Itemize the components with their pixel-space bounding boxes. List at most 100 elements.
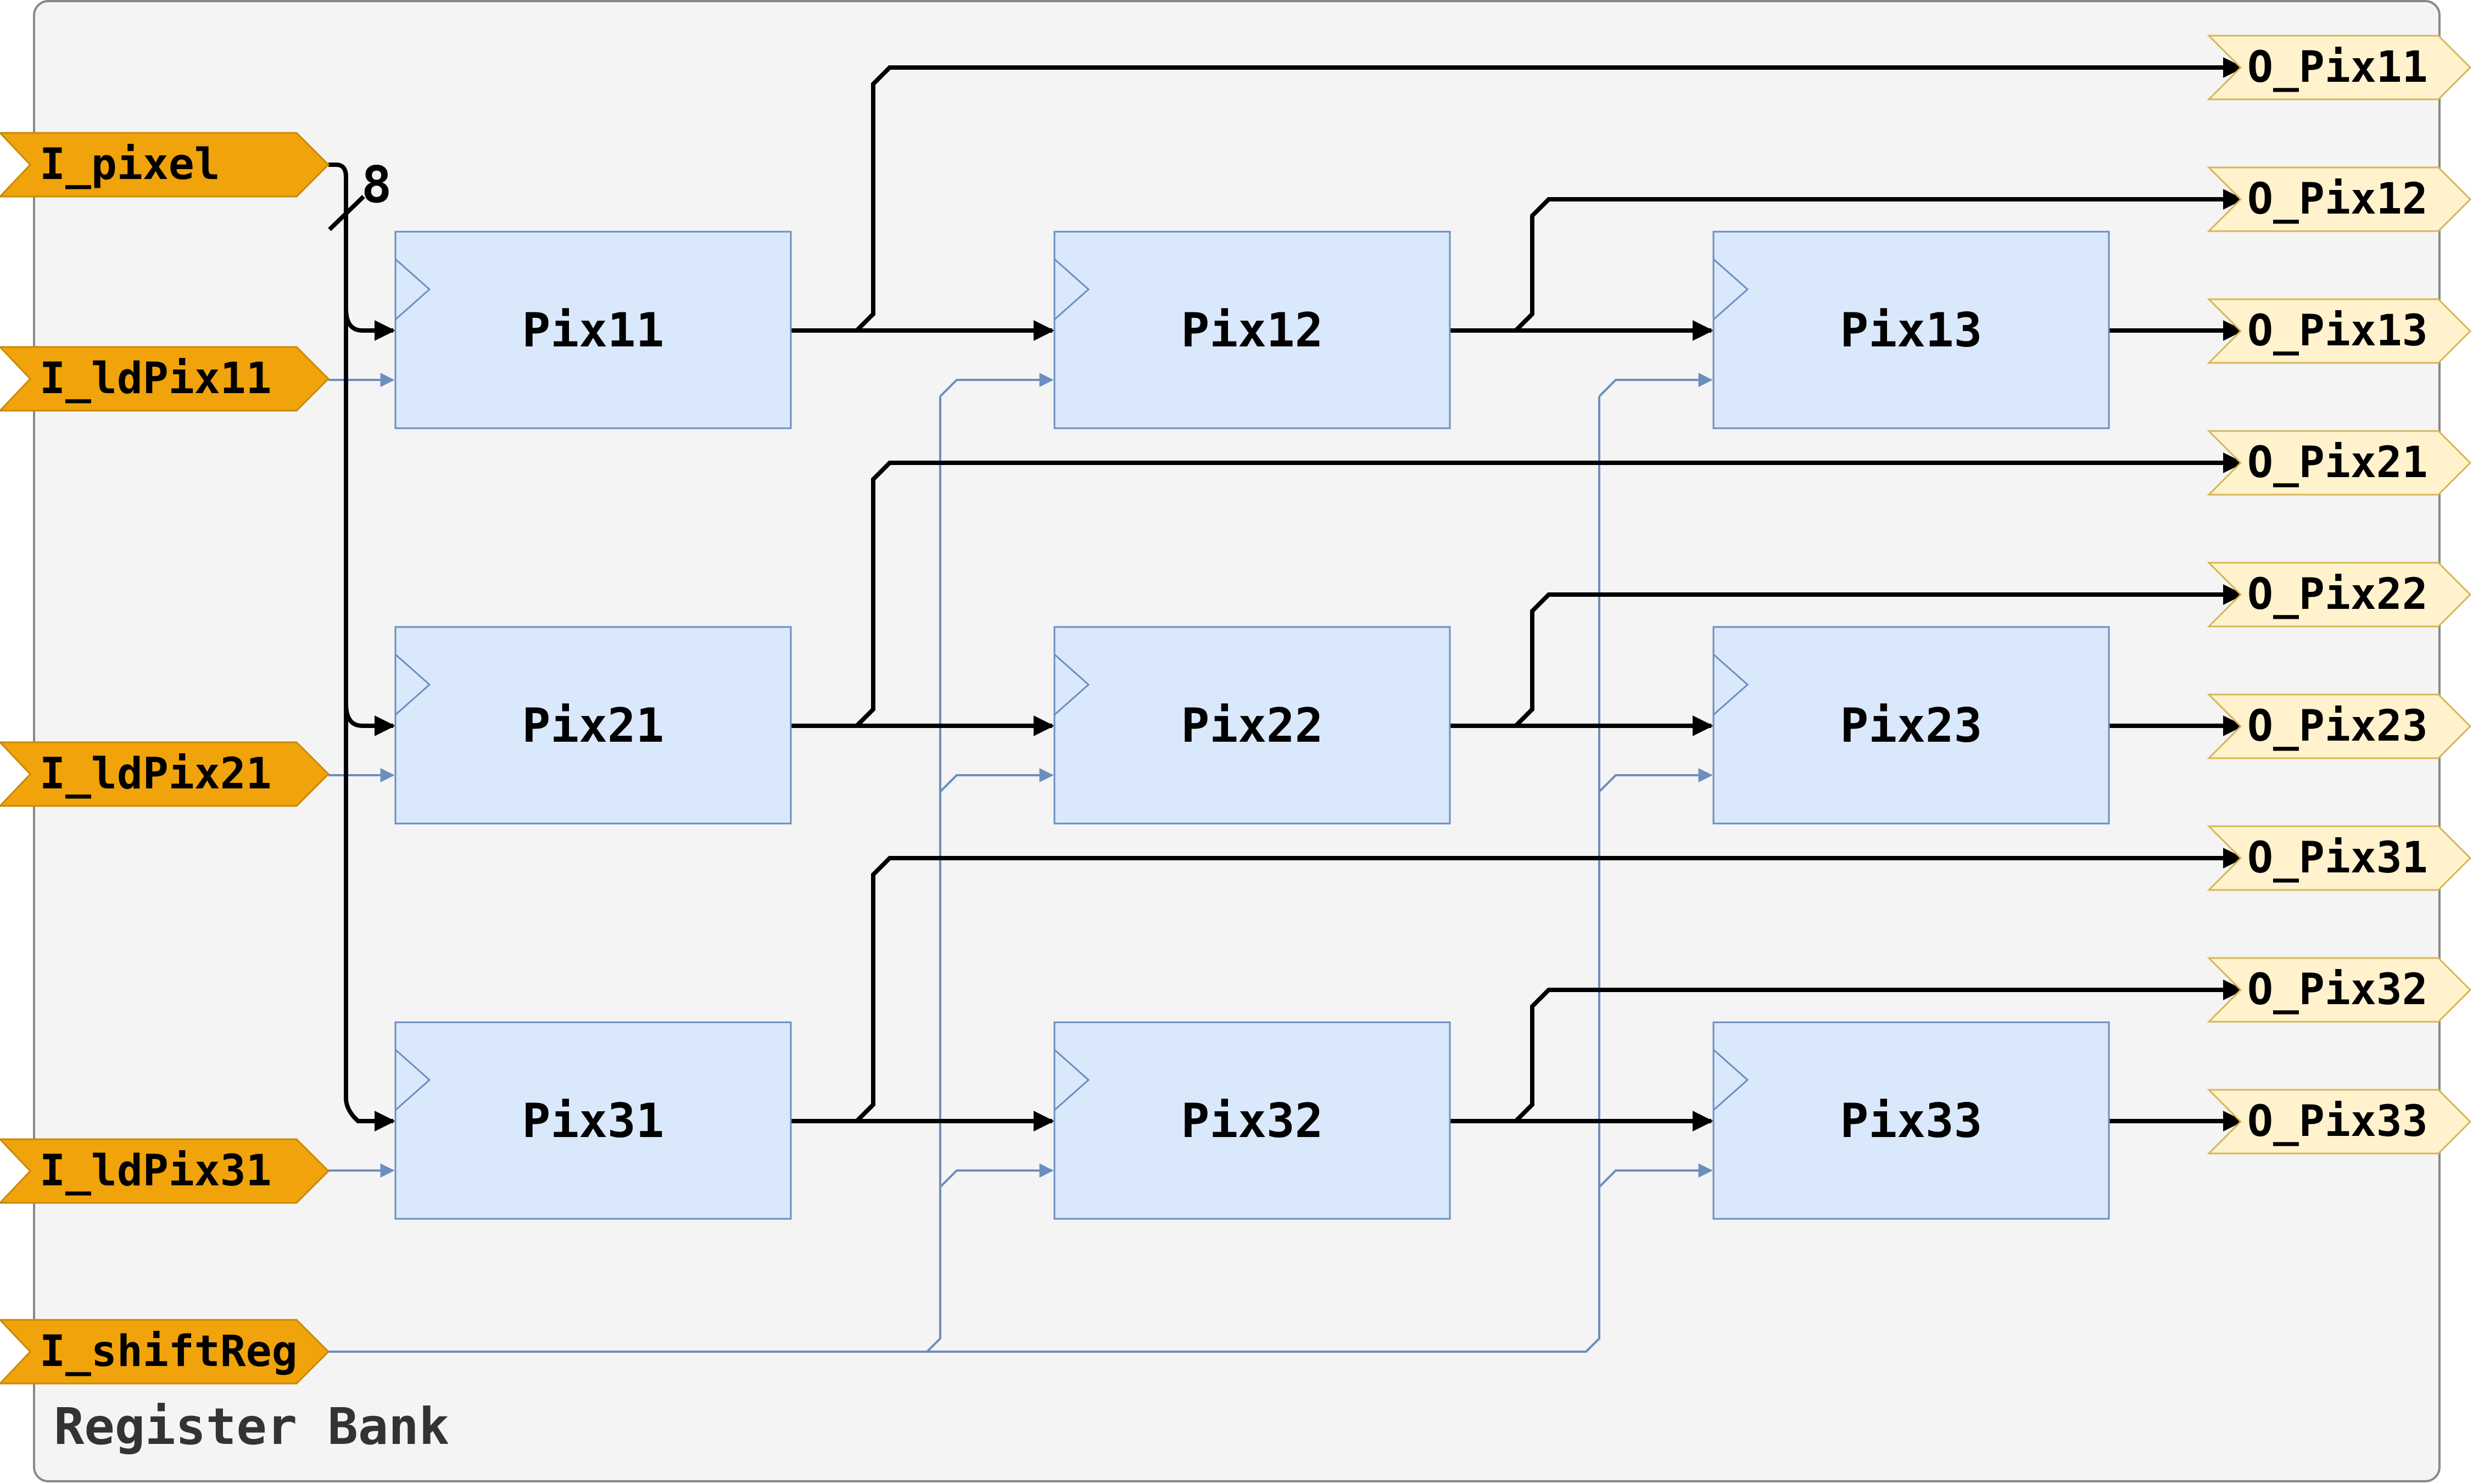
- register-label: Pix13: [1840, 303, 1983, 358]
- input-port-label: I_pixel: [40, 140, 220, 189]
- control-wires: [328, 373, 1713, 1353]
- register-box: [1712, 231, 2110, 429]
- output-port-shape: [2207, 562, 2472, 628]
- output-port-label: O_Pix32: [2247, 965, 2428, 1015]
- clock-triangle-icon: [395, 258, 431, 321]
- clock-triangle-icon: [395, 1049, 431, 1111]
- wire-shift-enable-trunk: [926, 396, 941, 1353]
- wire-shift-enable-branch: [939, 373, 1054, 397]
- output-port-label: O_Pix22: [2247, 570, 2428, 619]
- output-port-shape: [2207, 430, 2472, 496]
- output-port-label: O_Pix31: [2247, 833, 2428, 883]
- clock-triangle-icon: [1713, 1049, 1749, 1111]
- output-port-label: O_Pix23: [2247, 702, 2428, 751]
- register-box: [1712, 626, 2110, 825]
- bus-width-label: 8: [361, 155, 392, 214]
- output-port-shape: [2207, 1089, 2472, 1155]
- output-port-shape: [2207, 298, 2472, 364]
- register-label: Pix21: [522, 698, 665, 753]
- register-box: [1053, 1021, 1451, 1220]
- input-port-shape: [0, 346, 330, 412]
- clock-triangle-icon: [1713, 258, 1749, 321]
- input-port-label: I_ldPix31: [40, 1146, 272, 1196]
- input-port-shape: [0, 741, 330, 807]
- wire-shift-enable-branch: [1598, 373, 1713, 397]
- clock-triangle-icon: [1713, 653, 1749, 716]
- output-port-o-pix31: O_Pix31: [2207, 825, 2472, 891]
- output-port-o-pix23: O_Pix23: [2207, 693, 2472, 759]
- register-pix33: Pix33: [1712, 1021, 2110, 1220]
- input-port-shape: [0, 1319, 330, 1385]
- output-port-o-pix22: O_Pix22: [2207, 562, 2472, 628]
- output-port-label: O_Pix12: [2247, 175, 2428, 224]
- register-pix21: Pix21: [394, 626, 792, 825]
- register-pix31: Pix31: [394, 1021, 792, 1220]
- data-wires: [328, 57, 2244, 1132]
- register-pix32: Pix32: [1053, 1021, 1451, 1220]
- input-port-ld21: I_ldPix21: [0, 741, 330, 807]
- output-port-label: O_Pix21: [2247, 438, 2428, 488]
- output-ports: O_Pix11O_Pix12O_Pix13O_Pix21O_Pix22O_Pix…: [2207, 35, 2472, 1155]
- output-port-shape: [2207, 825, 2472, 891]
- input-port-ld11: I_ldPix11: [0, 346, 330, 412]
- register-pix11: Pix11: [394, 231, 792, 429]
- clock-triangle-icon: [1054, 258, 1090, 321]
- wire-pixel-branch: [344, 703, 395, 736]
- output-port-shape: [2207, 35, 2472, 100]
- register-box: [1053, 626, 1451, 825]
- input-port-label: I_ldPix11: [40, 354, 272, 404]
- clock-triangle-icon: [395, 653, 431, 716]
- register-label: Pix31: [522, 1094, 665, 1149]
- register-label: Pix12: [1181, 303, 1324, 358]
- wire-to-output: [855, 848, 2244, 1123]
- pixel-bus: 8: [328, 155, 392, 231]
- wire-shift-enable-trunk: [1585, 396, 1600, 1353]
- input-port-pixel: I_pixel: [0, 132, 330, 198]
- register-label: Pix23: [1840, 698, 1983, 753]
- output-port-label: O_Pix33: [2247, 1097, 2428, 1146]
- wire-pixel-bus: [328, 163, 395, 1132]
- input-ports: I_pixelI_ldPix11I_ldPix21I_ldPix31I_shif…: [0, 132, 330, 1385]
- output-port-shape: [2207, 957, 2472, 1023]
- output-port-label: O_Pix11: [2247, 43, 2428, 92]
- input-port-shift: I_shiftReg: [0, 1319, 330, 1385]
- register-label: Pix32: [1181, 1094, 1324, 1149]
- register-label: Pix22: [1181, 698, 1324, 753]
- register-pix22: Pix22: [1053, 626, 1451, 825]
- output-port-o-pix33: O_Pix33: [2207, 1089, 2472, 1155]
- output-port-o-pix21: O_Pix21: [2207, 430, 2472, 496]
- wire-shift-enable-branch: [1598, 768, 1713, 793]
- wire-pixel-branch: [344, 308, 395, 341]
- register-box: [394, 626, 792, 825]
- wire-to-output: [855, 452, 2244, 727]
- register-box: [394, 1021, 792, 1220]
- output-port-o-pix13: O_Pix13: [2207, 298, 2472, 364]
- register-pix23: Pix23: [1712, 626, 2110, 825]
- input-port-shape: [0, 132, 330, 198]
- wire-shift-enable-branch: [939, 768, 1054, 793]
- bus-width-slash: [328, 195, 365, 231]
- output-port-o-pix12: O_Pix12: [2207, 166, 2472, 232]
- wire-to-output: [855, 57, 2244, 332]
- register-box: [1053, 231, 1451, 429]
- register-pix12: Pix12: [1053, 231, 1451, 429]
- output-port-label: O_Pix13: [2247, 306, 2428, 356]
- input-port-label: I_shiftReg: [40, 1327, 298, 1376]
- wire-shift-enable-branch: [939, 1163, 1054, 1188]
- clock-triangle-icon: [1054, 653, 1090, 716]
- wire-to-output: [1514, 584, 2244, 727]
- register-bank-title: Register Bank: [54, 1397, 449, 1456]
- input-port-shape: [0, 1138, 330, 1204]
- output-port-o-pix32: O_Pix32: [2207, 957, 2472, 1023]
- register-box: [394, 231, 792, 429]
- register-box: [1712, 1021, 2110, 1220]
- wire-to-output: [1514, 189, 2244, 332]
- input-port-ld31: I_ldPix31: [0, 1138, 330, 1204]
- register-pix13: Pix13: [1712, 231, 2110, 429]
- clock-triangle-icon: [1054, 1049, 1090, 1111]
- wire-shift-enable-branch: [1598, 1163, 1713, 1188]
- wire-to-output: [1514, 979, 2244, 1123]
- register-label: Pix11: [522, 303, 665, 358]
